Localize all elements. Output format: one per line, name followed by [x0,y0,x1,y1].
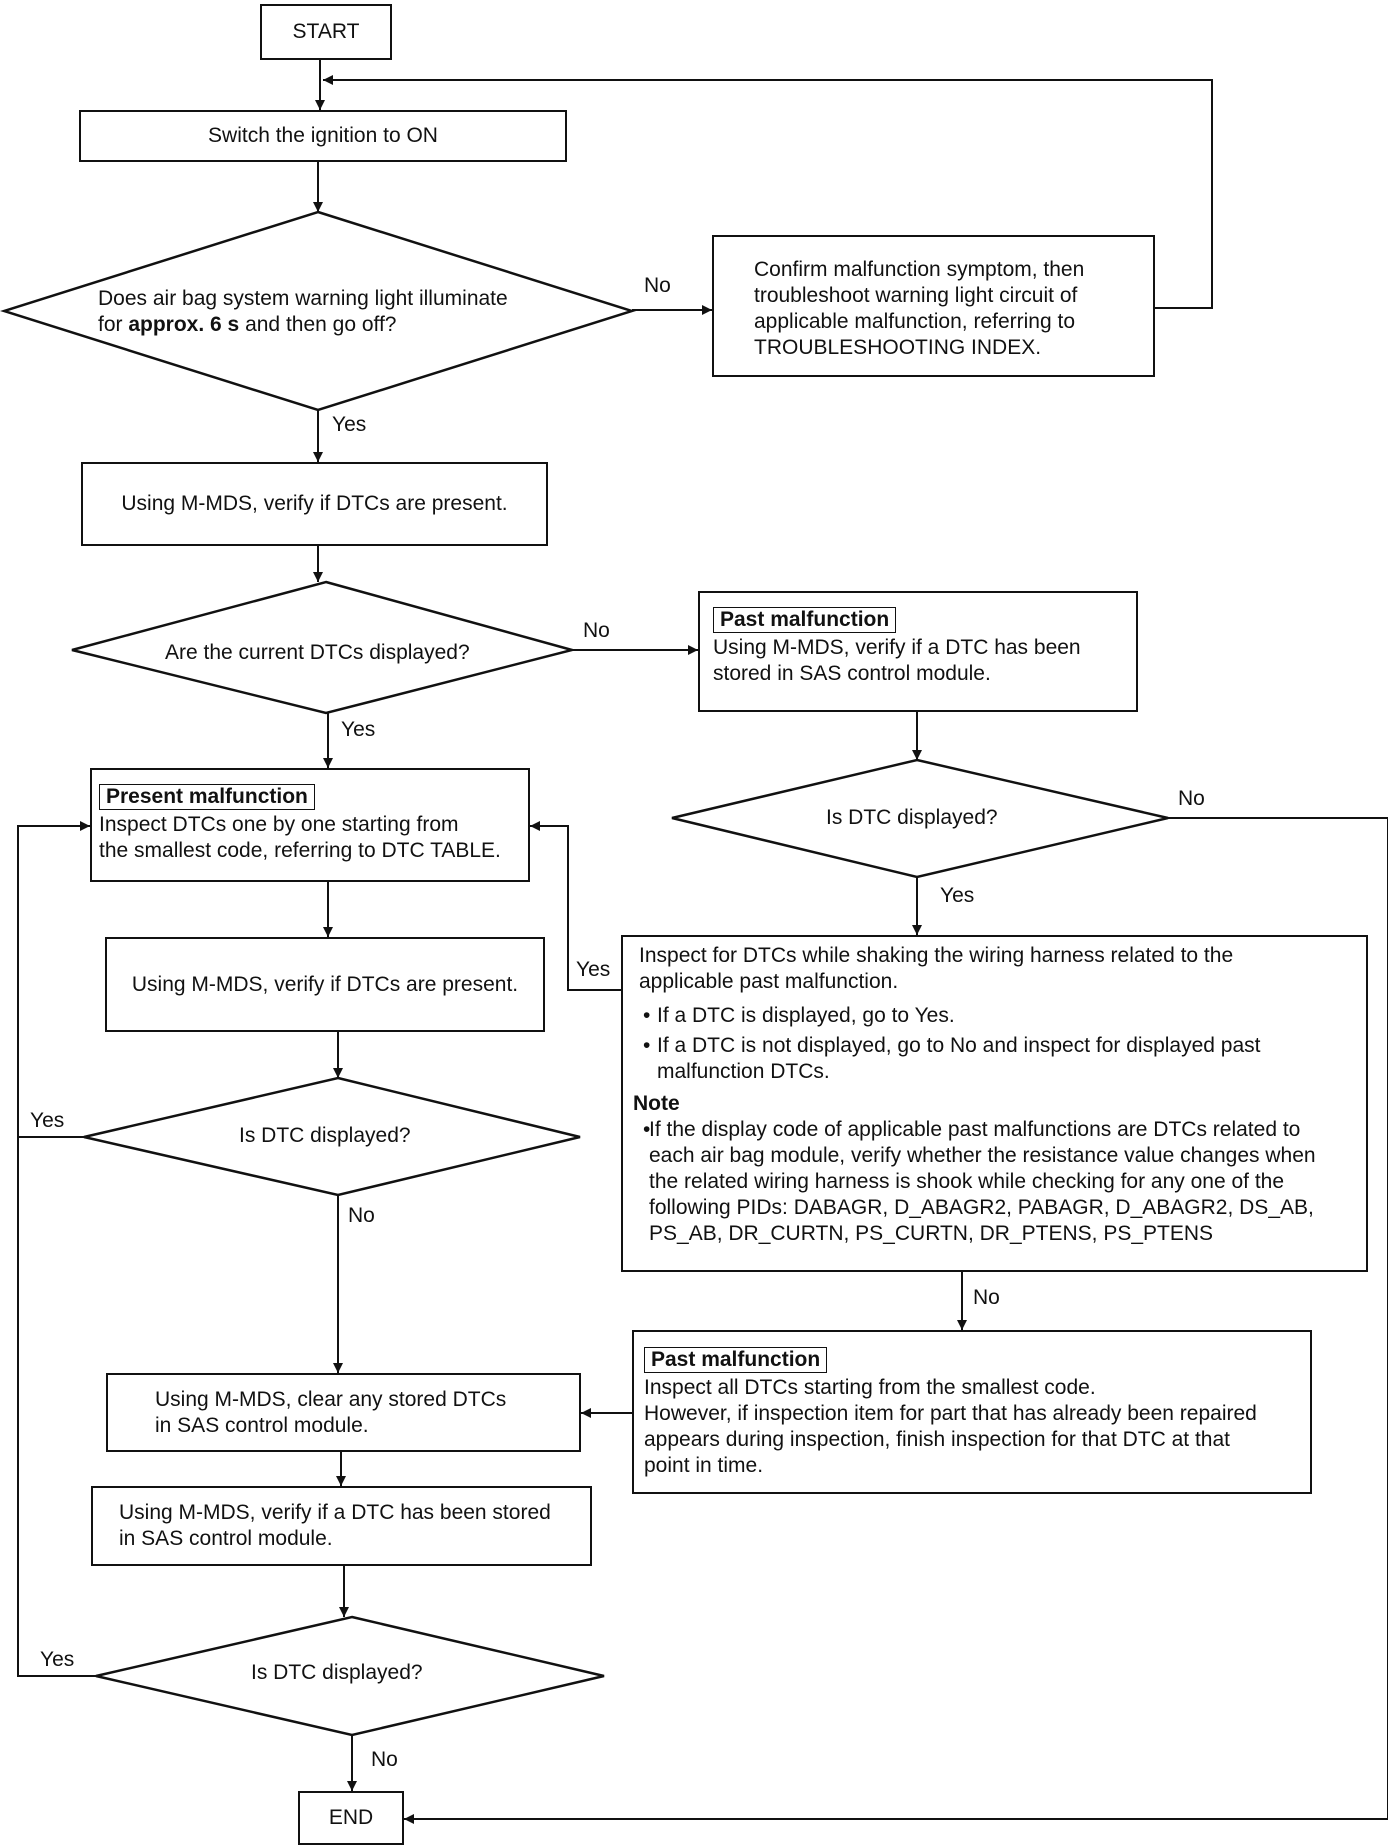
label-no-dtc-bottom: No [371,1748,398,1771]
arrow-shake-yes [530,821,621,991]
arrow-dtc-right-no [404,817,1388,1824]
label-yes-warning: Yes [332,413,367,436]
confirm-line-1: Confirm malfunction symptom, then [754,258,1085,281]
note-line-2: each air bag module, verify whether the … [649,1144,1316,1167]
label-yes-dtc-right: Yes [940,884,975,907]
arrow-dtc-left-yes [17,821,90,1138]
warning-q-bold: approx. 6 s [128,313,240,336]
label-no-shake: No [973,1286,1000,1309]
dtc-question-right: Is DTC displayed? [826,806,998,829]
warning-q-post: and then go off? [239,313,397,336]
present-malfunction-title: Present malfunction [99,784,315,810]
verify-stored-box: Using M-MDS, verify if a DTC has been st… [91,1486,592,1566]
shake-bullet-2b: malfunction DTCs. [657,1060,830,1083]
past1-line-1: Using M-MDS, verify if a DTC has been [713,636,1081,659]
switch-ignition-text: Switch the ignition to ON [208,124,438,147]
past2-line-4: point in time. [644,1454,764,1477]
start-terminal: START [260,4,392,60]
past-malfunction-title-1: Past malfunction [713,607,897,633]
present-line-2: the smallest code, referring to DTC TABL… [99,839,501,862]
label-yes-dtc-left: Yes [30,1109,65,1132]
label-no-current: No [583,619,610,642]
clear-line-1: Using M-MDS, clear any stored DTCs [155,1388,507,1411]
past2-line-1: Inspect all DTCs starting from the small… [644,1376,1096,1399]
warning-question-line-1: Does air bag system warning light illumi… [98,287,508,310]
end-terminal: END [298,1791,404,1845]
note-title: Note [633,1092,680,1115]
confirm-line-4: TROUBLESHOOTING INDEX. [754,336,1042,359]
shake-bullet-1: If a DTC is displayed, go to Yes. [633,1003,1366,1029]
current-dtcs-question: Are the current DTCs displayed? [165,641,470,664]
verify-stored-line-1: Using M-MDS, verify if a DTC has been st… [119,1501,551,1524]
shake-line-1: Inspect for DTCs while shaking the wirin… [639,944,1234,967]
dtc-question-left: Is DTC displayed? [239,1124,411,1147]
past2-line-2: However, if inspection item for part tha… [644,1402,1257,1425]
switch-ignition-box: Switch the ignition to ON [79,110,567,162]
warning-q-pre: for [98,313,129,336]
clear-line-2: in SAS control module. [155,1414,369,1437]
verify-dtcs-text-2: Using M-MDS, verify if DTCs are present. [131,972,519,996]
shake-bullet-2a: If a DTC is not displayed, go to No and … [633,1033,1366,1059]
past-malfunction-title-2: Past malfunction [644,1347,828,1373]
end-label: END [328,1806,374,1829]
label-no-warning: No [644,274,671,297]
shake-inspection-box: Inspect for DTCs while shaking the wirin… [621,935,1368,1272]
clear-dtcs-box: Using M-MDS, clear any stored DTCs in SA… [106,1373,581,1452]
note-line-5: PS_AB, DR_CURTN, PS_CURTN, DR_PTENS, PS_… [649,1222,1214,1245]
arrow-confirm-loop [323,75,1213,309]
confirm-symptom-box: Confirm malfunction symptom, then troubl… [712,235,1155,377]
verify-stored-line-2: in SAS control module. [119,1527,333,1550]
past1-line-2: stored in SAS control module. [713,662,991,685]
verify-dtcs-text-1: Using M-MDS, verify if DTCs are present. [121,492,508,515]
present-malfunction-box: Present malfunction Inspect DTCs one by … [90,768,530,882]
confirm-line-2: troubleshoot warning light circuit of [754,284,1078,307]
past2-line-3: appears during inspection, finish inspec… [644,1428,1230,1451]
label-yes-dtc-bottom: Yes [40,1648,75,1671]
label-yes-shake: Yes [576,958,611,981]
verify-dtcs-box-2: Using M-MDS, verify if DTCs are present. [105,937,545,1032]
present-line-1: Inspect DTCs one by one starting from [99,813,459,836]
label-yes-current: Yes [341,718,376,741]
warning-question-line-2: for approx. 6 s and then go off? [98,312,508,338]
arrow-dtc-bottom-yes [17,1137,96,1677]
dtc-question-bottom: Is DTC displayed? [251,1661,423,1684]
note-line-1: If the display code of applicable past m… [633,1117,1366,1143]
start-label: START [292,20,360,43]
past-malfunction-box-1: Past malfunction Using M-MDS, verify if … [698,591,1138,712]
note-line-4: following PIDs: DABAGR, D_ABAGR2, PABAGR… [649,1196,1314,1219]
note-line-3: the related wiring harness is shook whil… [649,1170,1285,1193]
shake-line-2: applicable past malfunction. [639,970,899,993]
label-no-dtc-left: No [348,1204,375,1227]
warning-question: Does air bag system warning light illumi… [98,286,508,338]
past-malfunction-box-2: Past malfunction Inspect all DTCs starti… [632,1330,1312,1494]
verify-dtcs-box-1: Using M-MDS, verify if DTCs are present. [81,462,548,546]
decision-current-dtcs [71,580,577,715]
label-no-dtc-right: No [1178,787,1205,810]
confirm-line-3: applicable malfunction, referring to [754,310,1076,333]
